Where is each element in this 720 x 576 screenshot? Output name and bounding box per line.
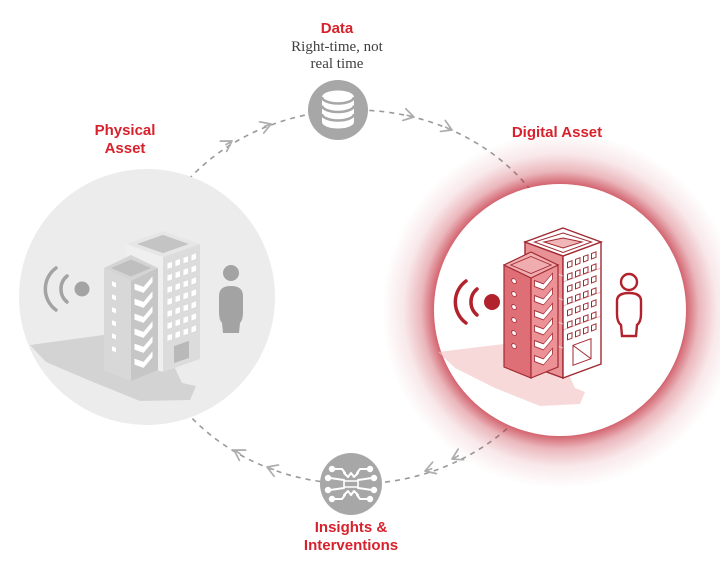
physical-asset-node [19, 169, 275, 425]
window-grid [167, 253, 196, 364]
window-grid-red [563, 251, 601, 367]
database-icon [320, 90, 356, 129]
circuit-icon [324, 465, 378, 503]
window-dots [112, 281, 116, 353]
insights-label: Insights & Interventions [303, 519, 399, 555]
flow-arrow-icon [263, 460, 280, 478]
person-icon-red [615, 272, 643, 338]
physical-asset-label: Physical Asset [94, 122, 156, 158]
flow-arrow-icon [439, 119, 456, 137]
flow-arrow-icon [258, 117, 274, 134]
short-building-red [502, 251, 560, 379]
signal-icon-red [453, 279, 500, 325]
flow-arrow-icon [230, 444, 247, 462]
insights-node [320, 453, 382, 515]
data-sublabel: Right-time, not real time [291, 39, 383, 73]
digital-asset-node [382, 132, 720, 488]
window-dots-red [511, 278, 517, 349]
door [174, 340, 189, 364]
digital-asset-label: Digital Asset [511, 124, 603, 141]
flow-arrow-icon [219, 135, 236, 153]
insights-node-circle [320, 453, 382, 515]
signal-icon [43, 266, 90, 312]
flow-arrow-icon [401, 107, 417, 124]
person-icon [219, 265, 243, 333]
data-node [308, 80, 368, 140]
short-building-gray [104, 255, 158, 381]
flow-arrow-icon [422, 461, 438, 478]
data-label: Data [320, 20, 354, 37]
